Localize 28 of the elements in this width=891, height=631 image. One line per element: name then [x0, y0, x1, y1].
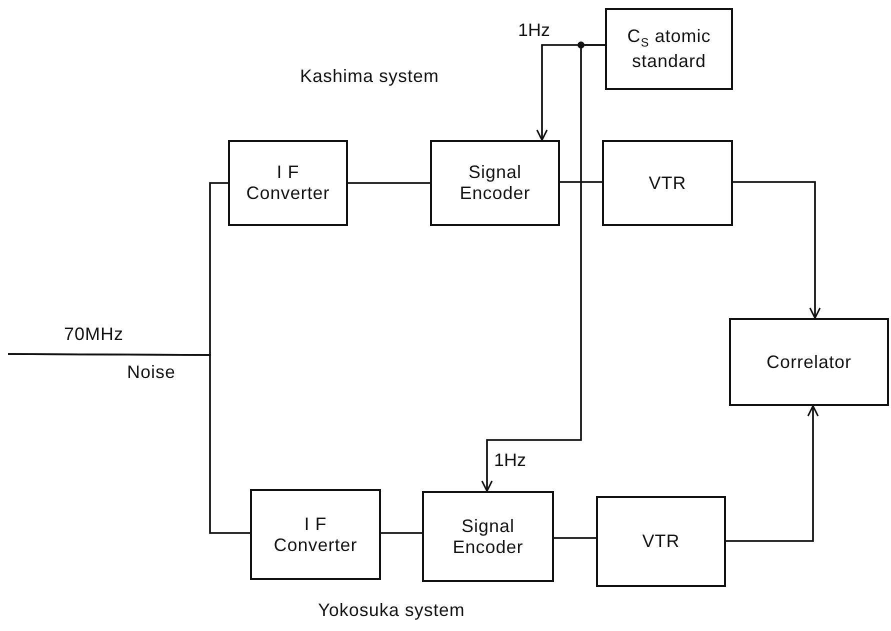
connector-line — [8, 353, 250, 534]
node-label: I F Converter — [272, 514, 358, 556]
text-label: Kashima system — [300, 66, 440, 87]
process-box — [430, 140, 560, 226]
process-box — [422, 491, 554, 582]
connector-line — [554, 537, 596, 539]
process-box — [228, 140, 348, 226]
process-box — [605, 8, 733, 90]
connector-line — [560, 181, 602, 183]
node-label: C$_{S}$ atomic standard — [626, 26, 712, 72]
text-label: 70MHz — [64, 324, 124, 345]
node-label: Signal Encoder — [452, 516, 524, 558]
node-label: Signal Encoder — [458, 162, 532, 204]
arrow — [726, 405, 819, 542]
process-box — [250, 489, 381, 580]
process-box — [596, 496, 726, 587]
text-label: Yokosuka system — [318, 600, 465, 621]
node-label: VTR — [641, 531, 681, 552]
node-label: I F Converter — [245, 162, 331, 204]
text-label: Noise — [127, 362, 176, 383]
connector-line — [381, 532, 422, 534]
node-label: VTR — [648, 172, 688, 194]
process-box — [602, 140, 733, 226]
process-box — [729, 318, 889, 406]
node-label: Correlator — [765, 352, 853, 372]
connector-line — [348, 182, 430, 184]
arrow — [733, 181, 821, 319]
arrow — [481, 44, 605, 492]
